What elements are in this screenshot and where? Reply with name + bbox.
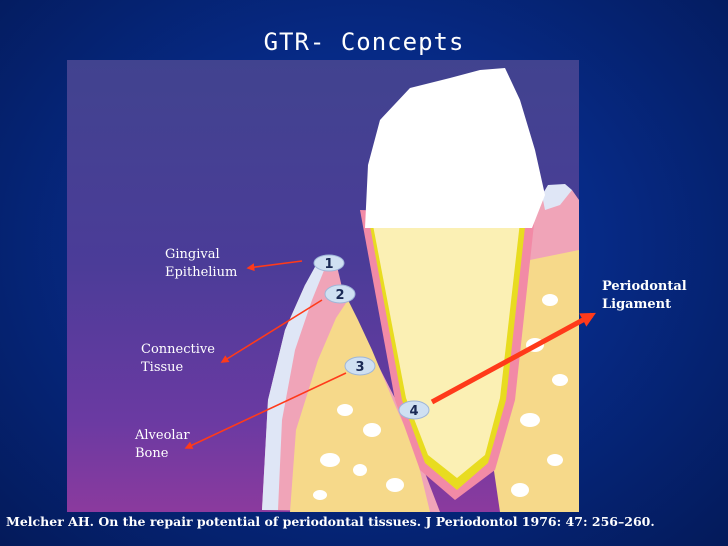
label-line: Ligament [602, 297, 672, 312]
arrow-alveolar-bone [184, 372, 347, 449]
label-line: Tissue [141, 360, 184, 375]
tooth-dentin [372, 220, 520, 478]
marker-3: 3 [344, 356, 376, 376]
slide-title: GTR- Concepts [263, 28, 465, 56]
label-line: Gingival [165, 247, 220, 262]
label-line: Bone [135, 446, 169, 461]
marker-1: 1 [313, 254, 345, 272]
tooth-enamel-crown [365, 68, 545, 228]
arrow-periodontal-ligament [430, 312, 596, 405]
marker-2: 2 [324, 284, 356, 304]
label-periodontal-ligament: Periodontal Ligament [602, 278, 687, 314]
right-epithelium [542, 184, 572, 210]
marker-4: 4 [398, 400, 430, 420]
svg-text:4: 4 [409, 404, 418, 419]
label-line: Epithelium [165, 265, 238, 280]
left-epithelium [262, 265, 325, 510]
label-alveolar-bone: Alveolar Bone [135, 427, 190, 463]
svg-text:1: 1 [324, 257, 333, 272]
svg-text:2: 2 [335, 288, 344, 303]
arrow-gingival-epithelium [246, 260, 303, 272]
label-line: Connective [141, 342, 215, 357]
citation-text: Melcher AH. On the repair potential of p… [6, 514, 655, 529]
arrow-connective-tissue [220, 299, 323, 363]
svg-text:3: 3 [355, 360, 364, 375]
label-gingival-epithelium: Gingival Epithelium [165, 246, 237, 282]
label-line: Alveolar [135, 428, 190, 443]
label-line: Periodontal [602, 279, 687, 294]
label-connective-tissue: Connective Tissue [141, 341, 215, 377]
